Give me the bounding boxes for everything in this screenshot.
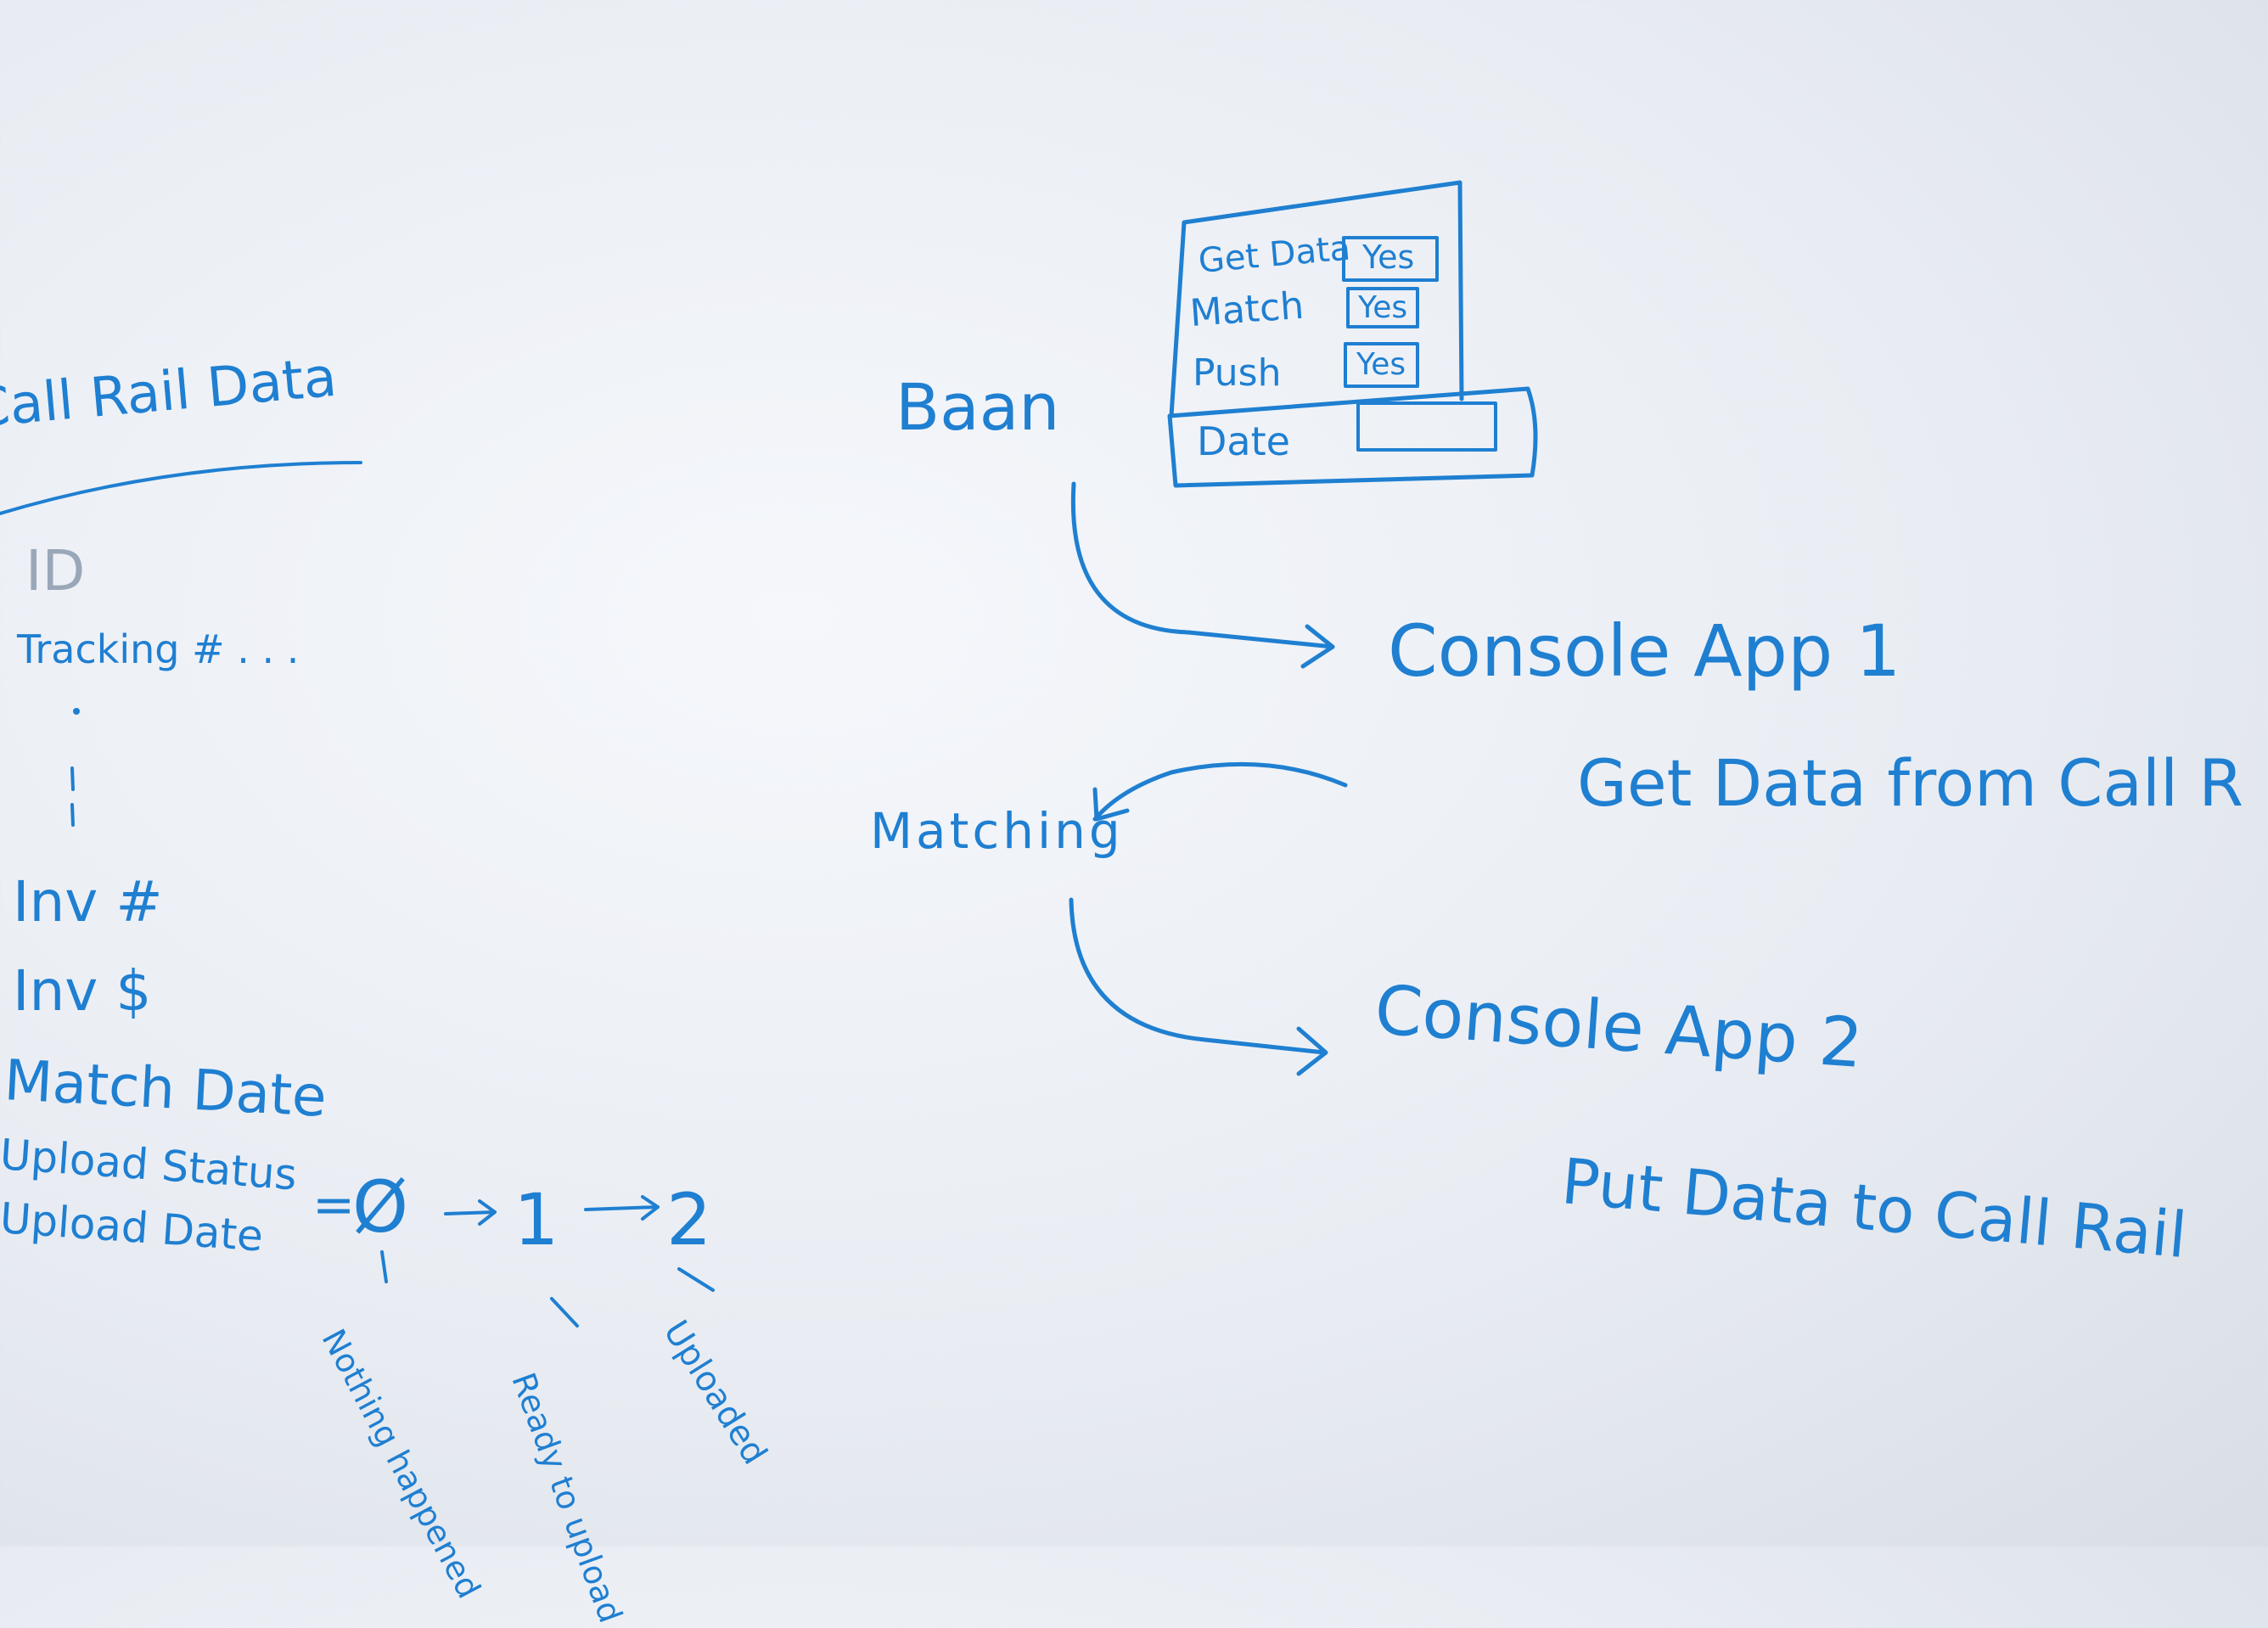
field-match-date: Match Date [3,1047,328,1130]
status-arrow-2-line [584,1205,660,1211]
field-id: ID [25,538,86,603]
settings-date-label: Date [1197,418,1290,464]
whiteboard: Call Rail Data ID Tracking # . . . Inv #… [0,180,2244,1628]
status-code-2: 2 [666,1178,712,1261]
push-checkbox [1344,342,1419,388]
ink-strokes [0,180,1538,1328]
field-inv-number: Inv # [13,869,163,935]
getdata-checkbox [1342,236,1439,282]
heading-underline [0,461,362,515]
baan-label: Baan [895,369,1060,445]
settings-push-label: Push [1193,351,1282,395]
ellipsis-tick [70,803,75,827]
arrow-app1-to-matching [1092,761,1348,822]
status-code-0: Ø [352,1165,409,1249]
settings-match-value: Yes [1358,290,1408,325]
settings-date-panel [1167,386,1538,488]
arrow-baan-to-app1-head [1300,624,1335,669]
ellipsis-dot [73,708,80,715]
status-assign: = [312,1176,356,1235]
arrow-baan-to-app1 [1070,481,1335,649]
arrow-matching-to-app2-head [1296,1026,1328,1076]
field-inv-amount: Inv $ [13,958,152,1024]
status-0-tick [380,1250,388,1283]
status-1-tick [550,1297,579,1328]
date-input-box [1356,401,1497,452]
ellipsis-tick [70,766,75,791]
status-2-tick [677,1267,715,1292]
settings-match-label: Match [1188,283,1305,335]
status-code-1: 1 [514,1178,559,1261]
arrow-app1-to-matching-head [1092,787,1130,822]
status-arrow-2-head [641,1195,660,1221]
field-tracking: Tracking # . . . [17,626,300,672]
console-app-1-title: Console App 1 [1388,609,1901,693]
matching-label: Matching [870,802,1124,860]
match-checkbox [1346,287,1419,328]
status-arrow-1-head [478,1199,497,1226]
settings-push-value: Yes [1356,347,1406,382]
status-arrow-1-line [444,1210,497,1215]
console-app-1-desc: Get Data from Call R [1577,745,2244,821]
settings-getdata-value: Yes [1362,239,1415,276]
arrow-matching-to-app2 [1069,897,1327,1055]
settings-box-outline [1169,180,1464,418]
